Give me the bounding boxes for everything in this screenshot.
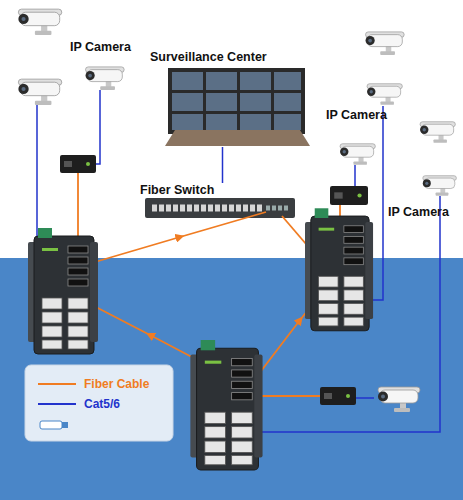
ip-camera (18, 79, 61, 105)
media-converter (60, 155, 96, 173)
legend-line-sample (38, 403, 76, 405)
sfp-latch (62, 422, 68, 428)
ip-camera (366, 32, 405, 55)
control-desk (165, 130, 310, 146)
media-converter (330, 186, 368, 205)
fiber-switch-device (145, 198, 295, 218)
fiber-cable (77, 173, 79, 240)
cat-cable (253, 196, 440, 432)
switch-body (145, 198, 295, 218)
ip-camera (423, 176, 457, 196)
sfp-ports (266, 206, 290, 211)
node-heading: Fiber Switch (140, 183, 295, 198)
ip-camera (340, 144, 375, 165)
legend-text: Cat5/6 (84, 397, 120, 411)
industrial-switch (305, 208, 373, 331)
media-converter (320, 387, 356, 405)
ip-camera (18, 9, 61, 35)
sfp-module-icon (40, 421, 68, 429)
legend-box (25, 365, 173, 441)
fiber-cable (262, 395, 320, 397)
switch-ports (152, 205, 262, 212)
cat-cable (356, 397, 374, 399)
fiber-cable (258, 305, 312, 375)
ip-camera (378, 387, 420, 412)
switch-node: Fiber Switch (140, 183, 295, 221)
control-room-node: Surveillance Center (150, 50, 315, 147)
ip-camera (367, 84, 402, 105)
fiber-cable (92, 305, 207, 365)
ip-camera (420, 122, 455, 143)
camera-label: IP Camera (326, 108, 387, 123)
legend-text: Fiber Cable (84, 377, 149, 391)
camera-label: IP Camera (388, 205, 449, 220)
ip-camera (86, 67, 125, 90)
surveillance-room (165, 68, 310, 146)
cat-cable-connector (222, 147, 224, 183)
node-heading: Surveillance Center (150, 50, 315, 65)
industrial-switch (190, 340, 262, 470)
cat-cable (354, 165, 356, 186)
cat-cable (96, 90, 100, 164)
fiber-cable (95, 212, 266, 262)
industrial-switch (28, 228, 98, 354)
sfp-body (40, 421, 62, 429)
video-wall (168, 68, 305, 134)
camera-label: IP Camera (70, 40, 131, 55)
legend-line-sample (38, 383, 76, 385)
video-screens (172, 72, 301, 130)
